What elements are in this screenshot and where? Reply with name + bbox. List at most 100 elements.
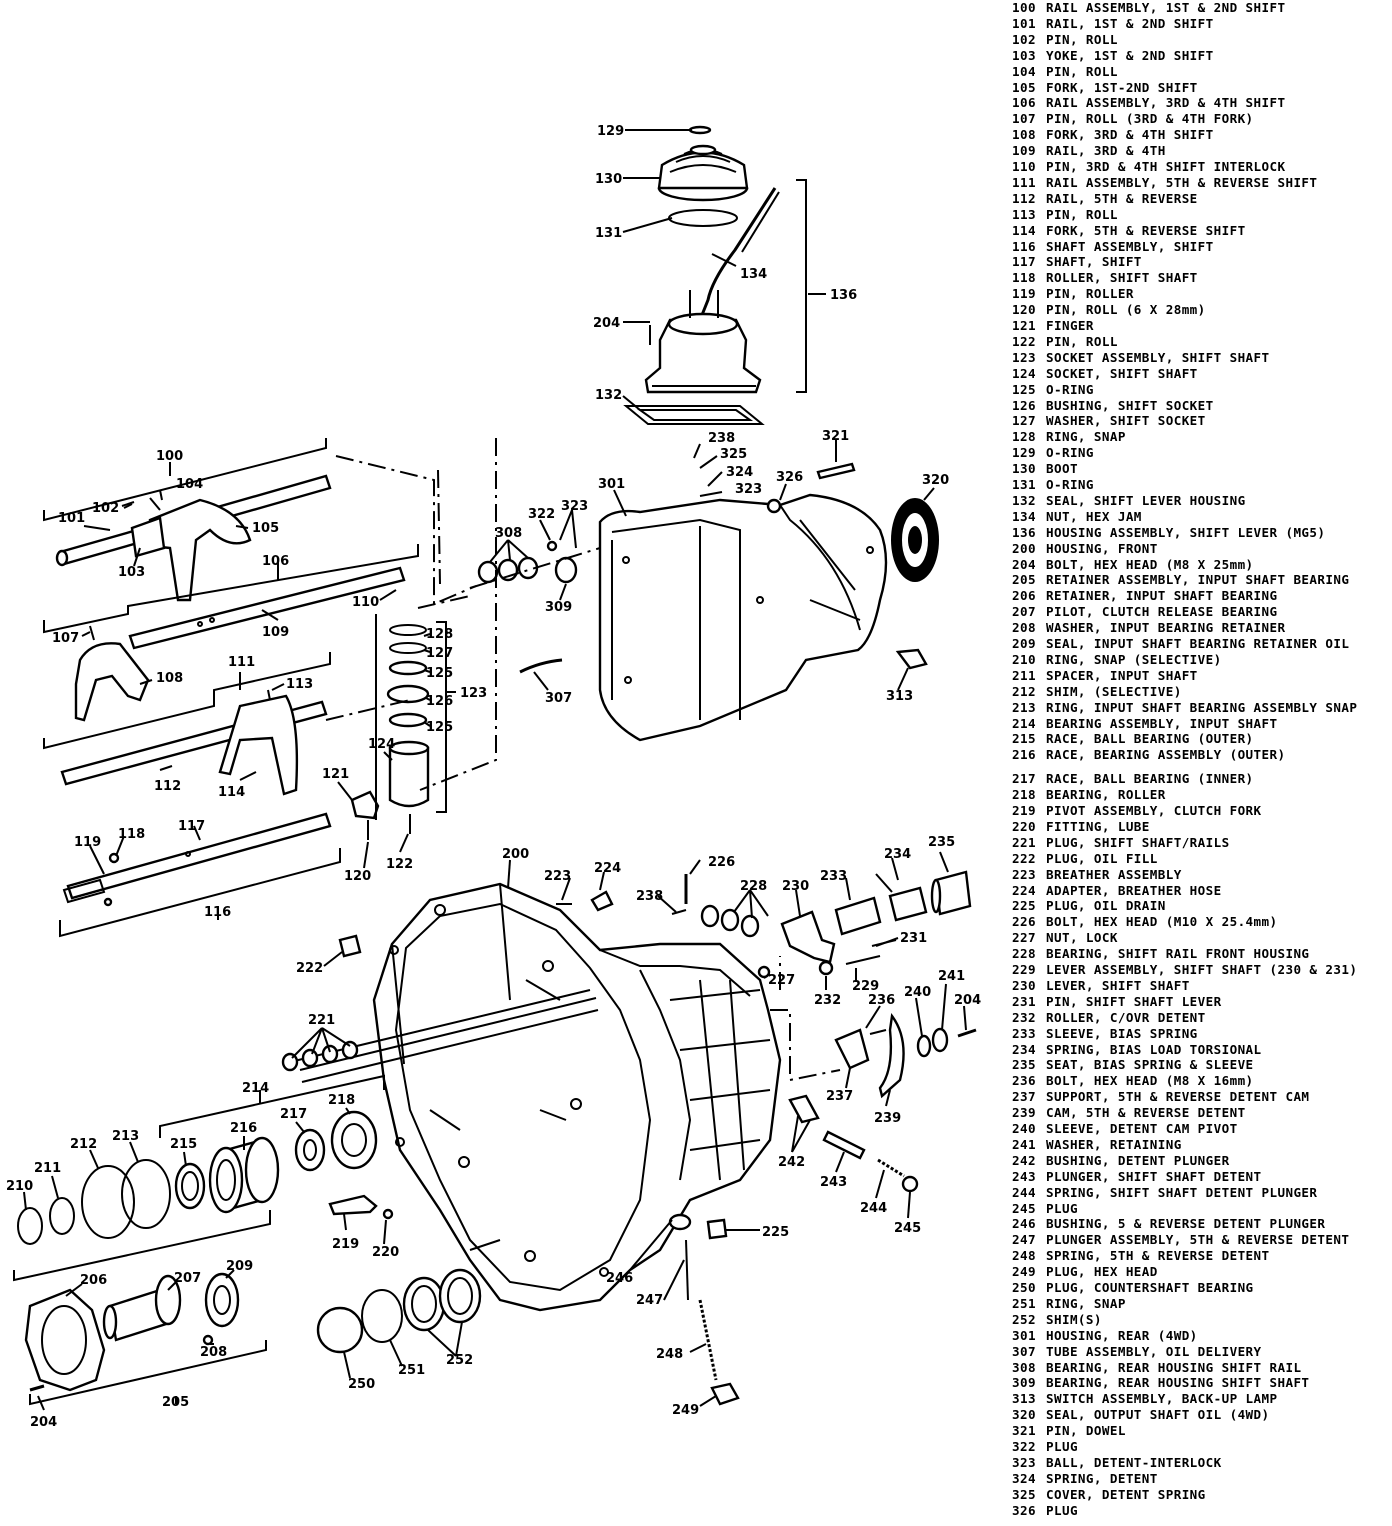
legend-part-description: FINGER (1046, 318, 1094, 333)
legend-part-number: 109 (1012, 143, 1036, 159)
part-224-adapter (590, 890, 614, 912)
callout-205: 205 (162, 1395, 189, 1410)
callout-240: 240 (904, 985, 931, 1000)
callout-204-top: 204 (593, 316, 620, 331)
part-208-washer (202, 1334, 214, 1346)
legend-part-number: 122 (1012, 333, 1036, 349)
legend-part-number: 218 (1012, 787, 1036, 803)
legend-part-number: 239 (1012, 1105, 1036, 1121)
legend-part-number: 128 (1012, 429, 1036, 445)
part-243-plunger (822, 1130, 866, 1160)
callout-131: 131 (595, 226, 622, 241)
callout-308: 308 (495, 526, 522, 541)
part-245-plug (901, 1175, 919, 1193)
legend-part-description: BOOT (1046, 461, 1078, 477)
callout-103: 103 (118, 565, 145, 580)
legend-part-number: 247 (1012, 1232, 1036, 1248)
legend-part-description: FORK, 1ST-2ND SHIFT (1046, 79, 1198, 95)
legend-part-number: 211 (1012, 667, 1036, 683)
callout-320: 320 (922, 473, 949, 488)
legend-part-description: O-RING (1046, 381, 1094, 397)
legend-part-description: RING, SNAP (SELECTIVE) (1046, 651, 1222, 667)
legend-part-number: 232 (1012, 1009, 1036, 1025)
legend-part-description: WASHER, RETAINING (1046, 1136, 1182, 1152)
legend-part-number: 309 (1012, 1375, 1036, 1391)
leader-lines (23, 129, 967, 1411)
legend-part-number: 132 (1012, 492, 1036, 508)
legend-part-number: 234 (1012, 1041, 1036, 1057)
legend-part-description: TUBE ASSEMBLY, OIL DELIVERY (1046, 1343, 1262, 1359)
callout-243: 243 (820, 1175, 847, 1190)
legend-part-number: 113 (1012, 206, 1036, 222)
legend-part-number: 208 (1012, 620, 1036, 636)
part-132-seal (623, 405, 765, 425)
legend-part-description: PIN, ROLL (3RD & 4TH FORK) (1046, 111, 1254, 127)
legend-part-description: YOKE, 1ST & 2ND SHIFT (1046, 47, 1214, 63)
legend-part-number: 204 (1012, 556, 1036, 572)
legend-part-description: PIN, ROLL (6 X 28mm) (1046, 302, 1206, 318)
legend-part-number: 308 (1012, 1359, 1036, 1375)
legend-part-number: 322 (1012, 1439, 1036, 1454)
part-114-fork (218, 694, 299, 796)
part-129-oring (688, 125, 712, 135)
legend-part-description: RACE, BALL BEARING (OUTER) (1046, 731, 1254, 747)
callout-252: 252 (446, 1353, 473, 1368)
part-320-seal (891, 498, 939, 582)
legend-part-number: 102 (1012, 31, 1036, 47)
legend-part-description: HOUSING, FRONT (1046, 540, 1158, 556)
part-200-front-housing (372, 882, 782, 1312)
legend-part-number: 223 (1012, 866, 1036, 882)
legend-part-description: BUSHING, 5 & REVERSE DETENT PLUNGER (1046, 1216, 1326, 1232)
legend-part-description: BOLT, HEX HEAD (M8 X 16mm) (1046, 1073, 1254, 1089)
part-215-race (174, 1162, 206, 1210)
part-209-seal (204, 1272, 240, 1328)
legend-part-description: BOLT, HEX HEAD (M8 X 25mm) (1046, 556, 1254, 572)
legend-part-description: PLUG (1046, 1439, 1078, 1454)
legend-part-description: FORK, 3RD & 4TH SHIFT (1046, 127, 1214, 143)
part-230-lever (780, 910, 836, 964)
part-242-bushing (788, 1094, 820, 1124)
legend-part-description: PLUNGER, SHIFT SHAFT DETENT (1046, 1168, 1262, 1184)
callout-112: 112 (154, 779, 181, 794)
legend-part-number: 224 (1012, 882, 1036, 898)
legend-part-description: ROLLER, SHIFT SHAFT (1046, 270, 1198, 286)
part-307-tube (519, 658, 563, 674)
legend-part-description: PLUG, COUNTERSHAFT BEARING (1046, 1280, 1254, 1295)
part-225-drain-plug (706, 1218, 728, 1240)
legend-part-description: BEARING ASSEMBLY, INPUT SHAFT (1046, 715, 1278, 731)
part-321-dowel (816, 462, 856, 480)
legend-part-description: WASHER, INPUT BEARING RETAINER (1046, 620, 1286, 636)
part-251-ring (361, 1289, 403, 1343)
callout-235: 235 (928, 835, 955, 850)
callout-109: 109 (262, 625, 289, 640)
part-308-bearings (477, 556, 539, 584)
legend-part-number: 110 (1012, 159, 1036, 174)
callout-241: 241 (938, 969, 965, 984)
callout-127: 127 (426, 646, 453, 661)
legend-part-number: 217 (1012, 771, 1036, 787)
legend-part-number: 248 (1012, 1248, 1036, 1264)
part-103-yoke (130, 516, 166, 558)
legend-part-description: LEVER ASSEMBLY, SHIFT SHAFT (230 & 231) (1046, 962, 1358, 977)
